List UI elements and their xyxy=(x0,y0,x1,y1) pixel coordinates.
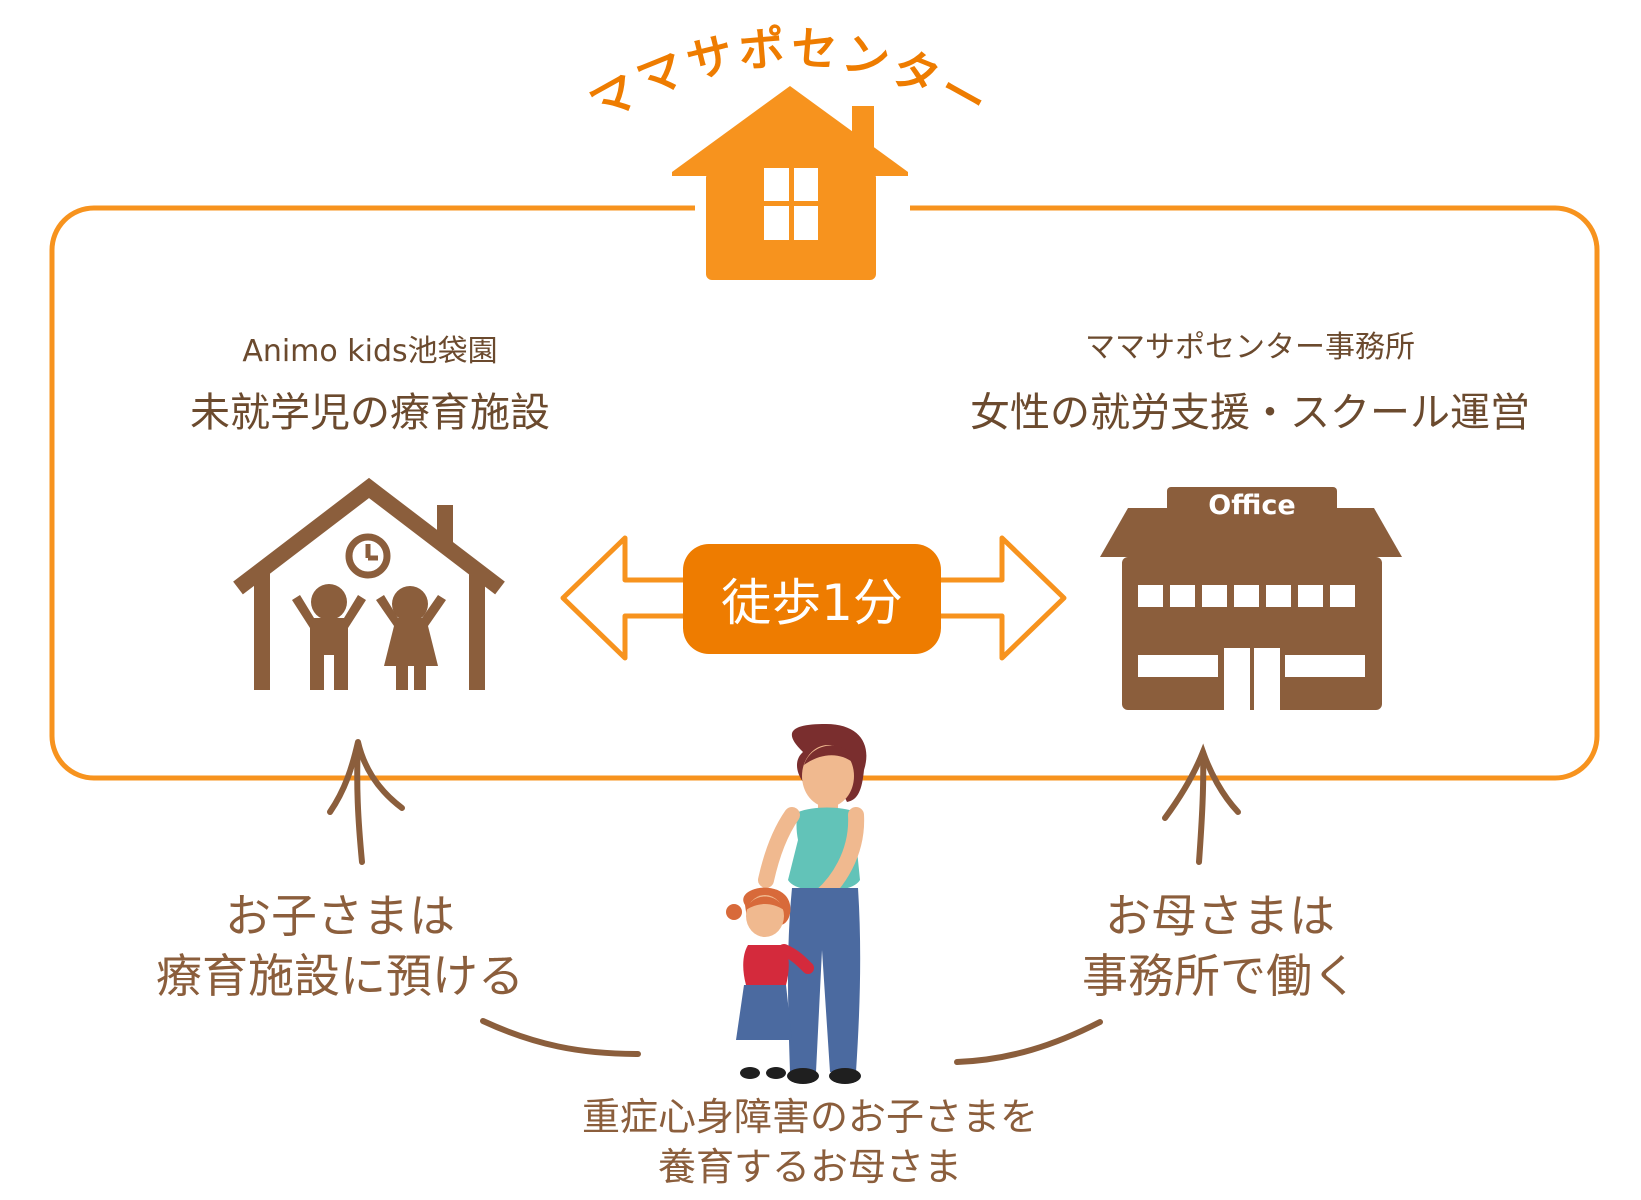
clock-icon xyxy=(345,533,391,579)
arrow-to-office-icon xyxy=(1162,743,1241,865)
svg-text:ママサポセンター: ママサポセンター xyxy=(581,20,1000,132)
right-facility-description: 女性の就労支援・スクール運営 xyxy=(970,390,1530,436)
child-caption-line2: 療育施設に預ける xyxy=(156,949,524,1003)
swoosh-left xyxy=(480,1018,641,1057)
swoosh-right xyxy=(954,1019,1103,1065)
bottom-caption-line1: 重症心身障害のお子さまを xyxy=(581,1095,1038,1139)
center-title: ママサポセンター xyxy=(581,20,996,132)
child-boy-icon xyxy=(292,584,366,690)
walk-time-label: 徒歩1分 xyxy=(721,574,903,632)
left-facility-name: Animo kids池袋園 xyxy=(242,334,498,369)
child-girl-icon xyxy=(376,586,446,690)
center-house-icon xyxy=(672,86,910,280)
child-caption-line1: お子さまは xyxy=(225,889,455,943)
office-sign-label: Office xyxy=(1208,490,1296,521)
bottom-caption: 重症心身障害のお子さまを 養育するお母さま xyxy=(500,1092,1120,1192)
child-caption: お子さまは 療育施設に預ける xyxy=(100,886,580,1006)
left-facility-description: 未就学児の療育施設 xyxy=(190,390,550,436)
right-facility-name: ママサポセンター事務所 xyxy=(1085,330,1415,365)
office-building-icon xyxy=(1100,487,1402,710)
center-title-wrapper: ママサポセンター xyxy=(581,20,1000,132)
mother-figure xyxy=(758,724,867,1084)
arrow-to-childcare-icon xyxy=(327,739,405,865)
girl-figure xyxy=(726,887,814,1079)
mother-caption-line2: 事務所で働く xyxy=(1082,949,1358,1003)
bottom-caption-line2: 養育するお母さま xyxy=(657,1145,962,1189)
mother-caption-line1: お母さまは xyxy=(1105,889,1335,943)
mother-caption: お母さまは 事務所で働く xyxy=(1010,886,1430,1006)
house-with-children-icon xyxy=(233,477,505,690)
walk-time-badge: 徒歩1分 xyxy=(683,544,941,654)
